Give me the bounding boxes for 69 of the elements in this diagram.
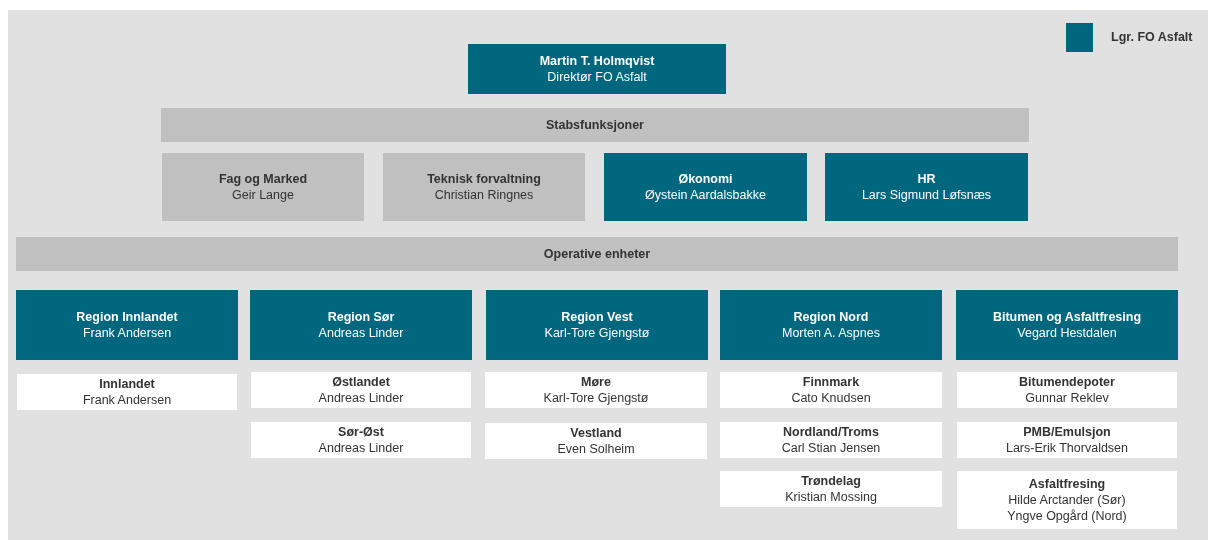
unit-title: Region Innlandet [76, 309, 178, 325]
person-name: Karl-Tore Gjengstø [544, 325, 650, 341]
subunit-box [720, 422, 942, 458]
person-name: Direktør FO Asfalt [547, 69, 647, 85]
subunit-box [251, 372, 471, 408]
person-name: Geir Lange [232, 187, 294, 203]
subunit-box [485, 372, 707, 408]
person-name: Øystein Aardalsbakke [645, 187, 766, 203]
unit-title: Bitumen og Asfaltfresing [992, 309, 1142, 325]
unit-title: Region Nord [793, 309, 869, 325]
subunit-box [485, 423, 707, 459]
person-name: Cato Knudsen [791, 390, 871, 406]
unit-box [468, 44, 726, 94]
unit-title: Stabsfunksjoner [546, 117, 644, 133]
section-box [383, 153, 585, 221]
person-name: Frank Andersen [82, 325, 172, 341]
subunit-box [957, 372, 1177, 408]
unit-title: Asfaltfresing [1028, 476, 1106, 492]
person-name: Hilde Arctander (Sør) [1008, 492, 1126, 508]
person-name: Kristian Mossing [785, 489, 877, 505]
person-name: Gunnar Reklev [1025, 390, 1109, 406]
section-box [162, 153, 364, 221]
subunit-box [251, 422, 471, 458]
unit-title: Finnmark [802, 374, 860, 390]
unit-title: Innlandet [99, 376, 155, 392]
unit-title: PMB/Emulsjon [1023, 424, 1111, 440]
unit-box [720, 290, 942, 360]
unit-title: Region Vest [561, 309, 633, 325]
subunit-box [720, 471, 942, 507]
subunit-box [17, 374, 237, 410]
person-name: Lars-Erik Thorvaldsen [1005, 440, 1128, 456]
unit-box [250, 290, 472, 360]
unit-title: Region Sør [327, 309, 395, 325]
unit-title: Sør-Øst [338, 424, 384, 440]
legend-label: Lgr. FO Asfalt [1111, 30, 1193, 44]
unit-box [956, 290, 1178, 360]
subunit-box [720, 372, 942, 408]
unit-title: Teknisk forvaltning [427, 171, 541, 187]
unit-box [486, 290, 708, 360]
person-name: Andreas Linder [318, 440, 404, 456]
person-name: Christian Ringnes [434, 187, 534, 203]
unit-box [16, 290, 238, 360]
section-band [16, 237, 1178, 271]
subunit-box [957, 471, 1177, 529]
person-name: Karl-Tore Gjengstø [543, 390, 649, 406]
unit-title: Nordland/Troms [783, 424, 879, 440]
unit-title: Bitumendepoter [1019, 374, 1115, 390]
unit-box [604, 153, 807, 221]
unit-title: Møre [581, 374, 611, 390]
person-name: Yngve Opgård (Nord) [1007, 508, 1127, 524]
person-name: Carl Stian Jensen [781, 440, 881, 456]
unit-title: HR [917, 171, 936, 187]
person-name: Frank Andersen [82, 392, 172, 408]
section-band [161, 108, 1029, 142]
unit-title: Operative enheter [543, 246, 651, 262]
unit-title: Martin T. Holmqvist [539, 53, 655, 69]
person-name: Lars Sigmund Løfsnæs [861, 187, 992, 203]
subunit-box [957, 422, 1177, 458]
person-name: Vegard Hestdalen [1017, 325, 1117, 341]
person-name: Andreas Linder [318, 390, 404, 406]
unit-title: Vestland [570, 425, 622, 441]
person-name: Even Solheim [557, 441, 635, 457]
unit-title: Østlandet [332, 374, 390, 390]
person-name: Morten A. Aspnes [782, 325, 880, 341]
person-name: Andreas Linder [318, 325, 404, 341]
unit-title: Trøndelag [801, 473, 861, 489]
unit-title: Økonomi [678, 171, 733, 187]
unit-box [825, 153, 1028, 221]
unit-title: Fag og Marked [218, 171, 308, 187]
